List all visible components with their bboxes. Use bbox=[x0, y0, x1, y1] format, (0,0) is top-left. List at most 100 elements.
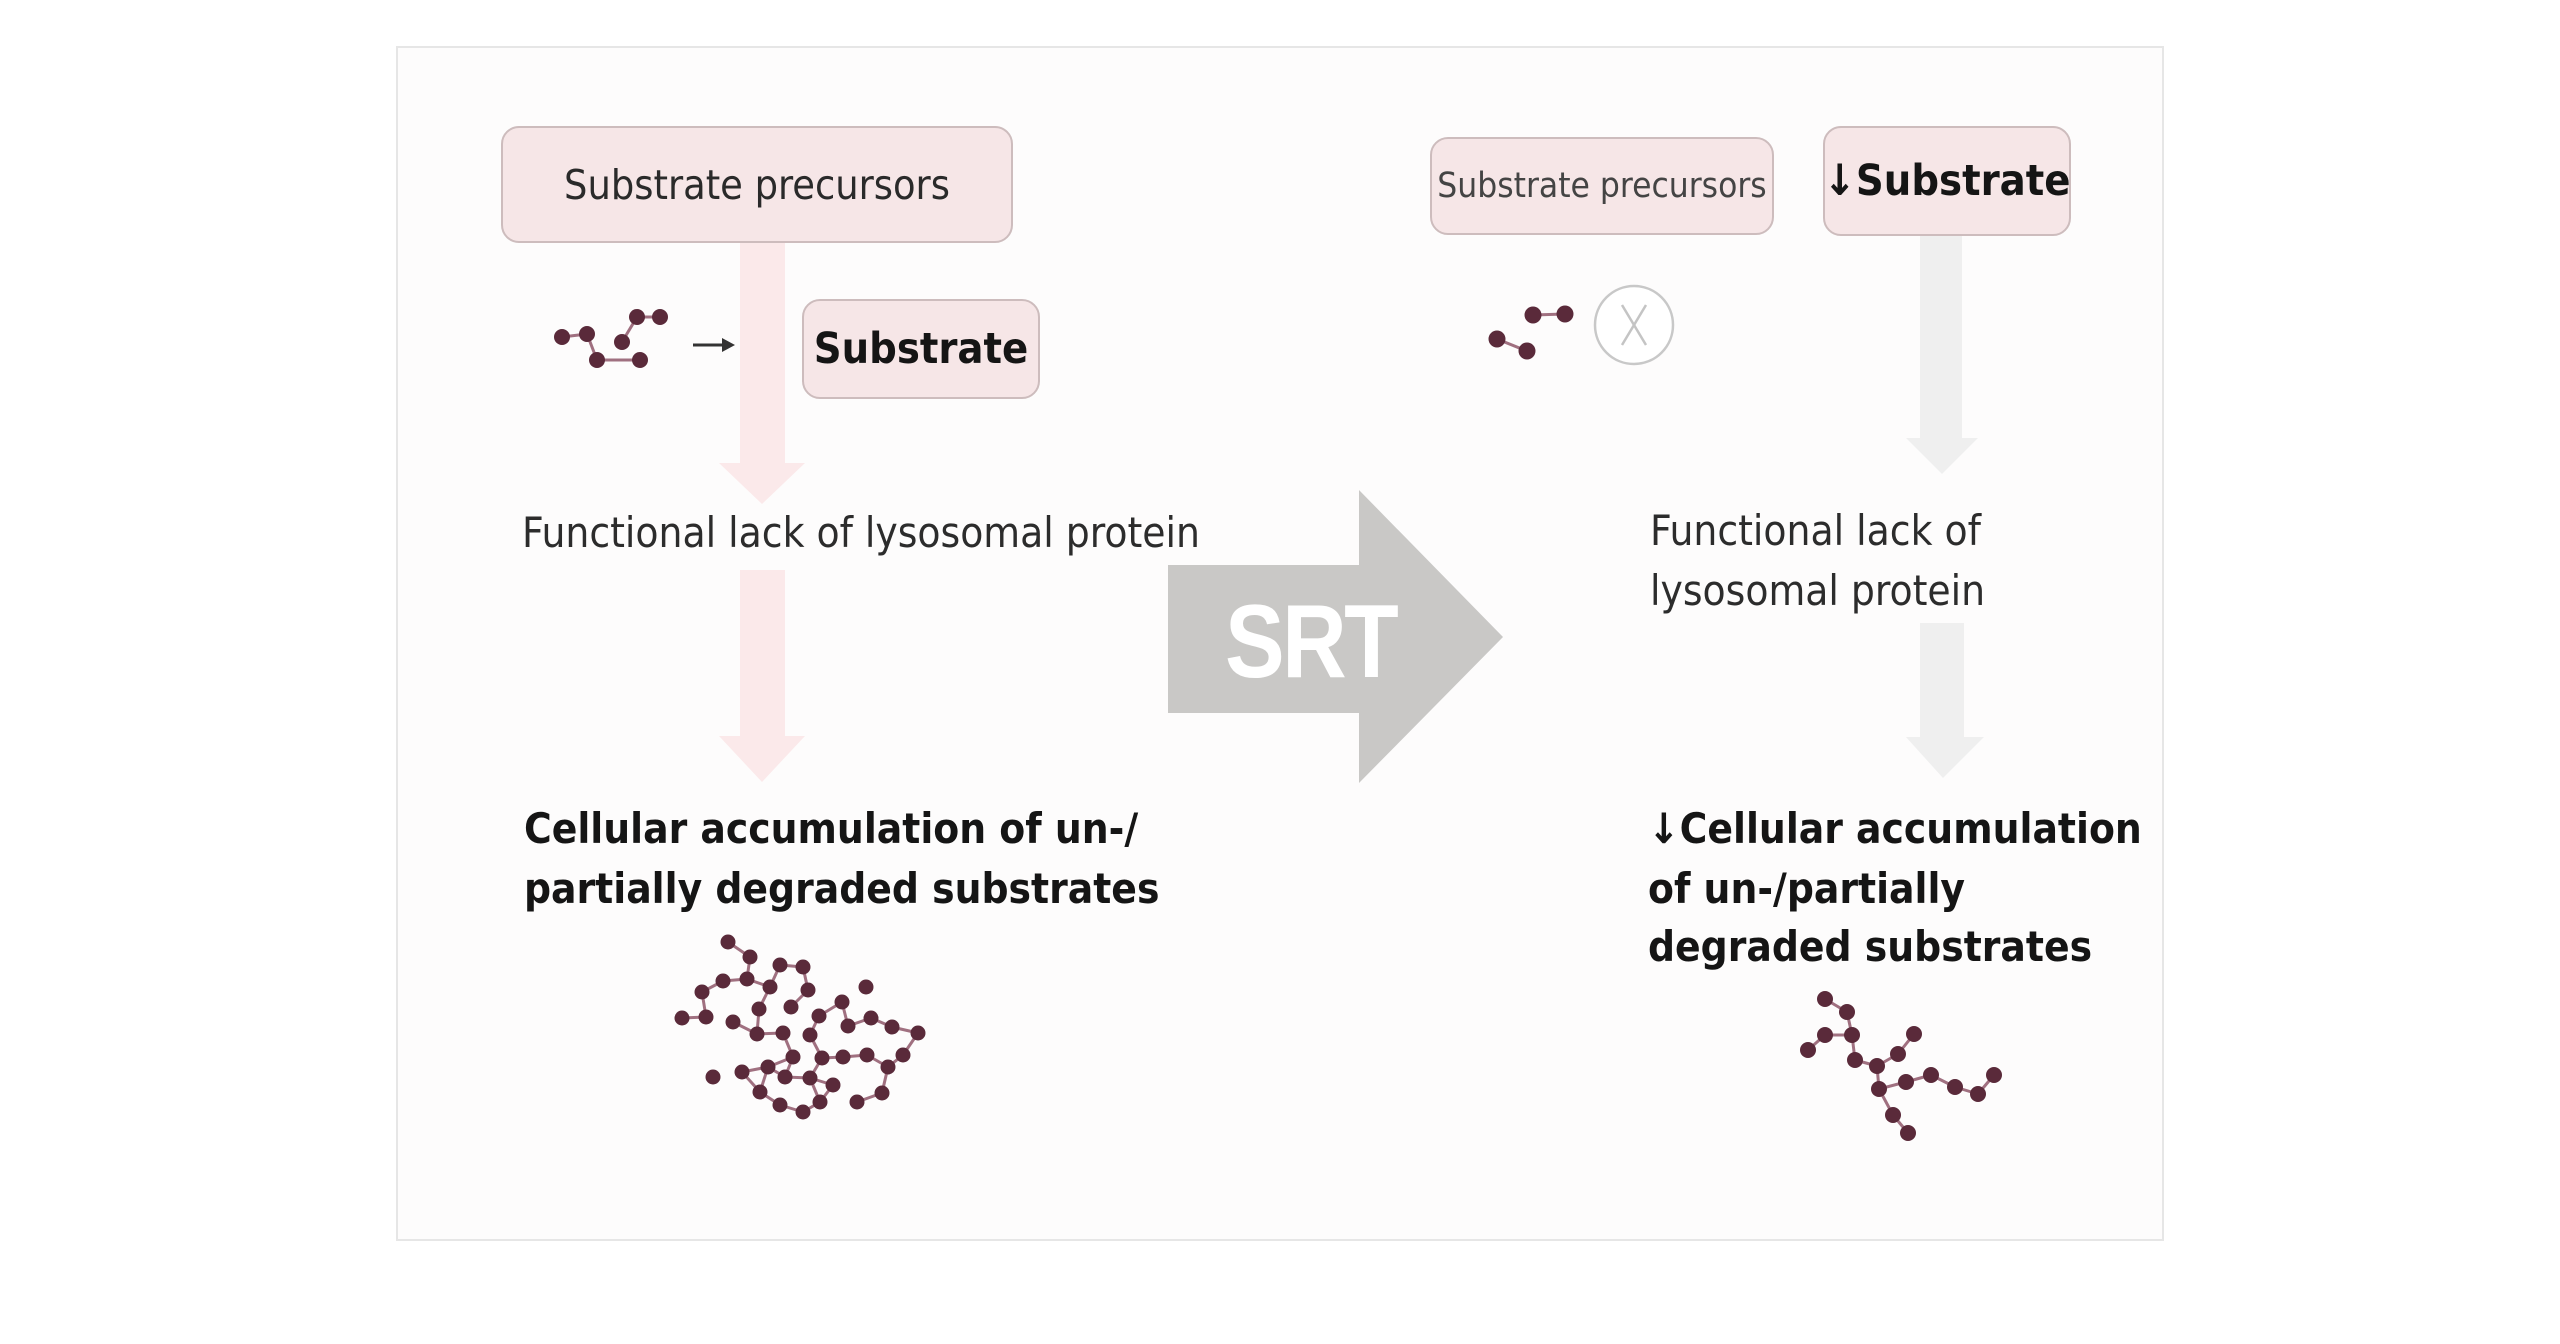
molecule-atom bbox=[795, 1104, 811, 1120]
molecule-atom bbox=[1556, 305, 1574, 323]
molecule-atom bbox=[629, 309, 645, 325]
left-step-text: Functional lack of lysosomal protein bbox=[522, 508, 1200, 557]
molecule-atom bbox=[777, 1069, 793, 1085]
molecule-atom bbox=[589, 352, 605, 368]
molecule-atom bbox=[859, 1047, 875, 1063]
molecule-atom bbox=[1906, 1026, 1922, 1042]
molecule-atom bbox=[880, 1059, 896, 1075]
molecule-atom bbox=[840, 1018, 856, 1034]
left-arrow-1-shaft bbox=[740, 243, 785, 465]
left-flow-arrow-1 bbox=[719, 243, 805, 504]
molecule-atom bbox=[783, 999, 799, 1015]
srt-arrow bbox=[1168, 490, 1503, 783]
right-substrate-precursors-label: Substrate precursors bbox=[1437, 166, 1767, 206]
molecule-atom bbox=[1898, 1074, 1914, 1090]
molecule-atom bbox=[802, 1027, 818, 1043]
molecule-atom bbox=[825, 1077, 841, 1093]
molecule-atom bbox=[1923, 1067, 1939, 1083]
right-arrow-2-shaft bbox=[1920, 623, 1964, 739]
molecule-atom bbox=[739, 971, 755, 987]
molecule-atom bbox=[895, 1047, 911, 1063]
molecule-atom bbox=[1871, 1081, 1887, 1097]
right-flow-arrow-1 bbox=[1906, 235, 1978, 474]
left-outcome-line-2: partially degraded substrates bbox=[524, 864, 1160, 913]
molecule-atom bbox=[775, 1025, 791, 1041]
molecule-atom bbox=[720, 934, 736, 950]
right-arrow-2-head bbox=[1906, 737, 1984, 778]
srt-label: SRT bbox=[1225, 584, 1399, 700]
molecule-atom bbox=[874, 1085, 890, 1101]
molecule-atom bbox=[749, 1026, 765, 1042]
molecule-atom bbox=[1817, 1027, 1833, 1043]
molecule-atom bbox=[698, 1009, 714, 1025]
molecule-atom bbox=[762, 979, 778, 995]
molecule-atom bbox=[795, 959, 811, 975]
molecule-atom bbox=[1844, 1027, 1860, 1043]
blocked-x-icon bbox=[1593, 284, 1675, 366]
right-outcome-line-3: degraded substrates bbox=[1648, 922, 2093, 971]
molecule-atom bbox=[910, 1025, 926, 1041]
molecule-atom bbox=[811, 1008, 827, 1024]
molecule-atom bbox=[752, 1084, 768, 1100]
accumulated-substrate-cluster-left bbox=[674, 934, 926, 1120]
molecule-atom bbox=[652, 309, 668, 325]
right-reduced-substrate-label: ↓Substrate bbox=[1823, 156, 2071, 206]
molecule-atom bbox=[715, 973, 731, 989]
right-arrow-1-head bbox=[1906, 438, 1978, 474]
right-substrate-precursors-box: Substrate precursors bbox=[1430, 137, 1774, 235]
molecule-atom bbox=[814, 1050, 830, 1066]
left-outcome-line-1: Cellular accumulation of un-/ bbox=[524, 804, 1139, 853]
conversion-arrow-icon bbox=[693, 338, 735, 352]
molecule-atom bbox=[1800, 1042, 1816, 1058]
molecule-atom bbox=[742, 949, 758, 965]
molecule-atom bbox=[554, 329, 570, 345]
right-reduced-substrate-box: ↓Substrate bbox=[1823, 126, 2071, 236]
right-outcome-line-2: of un-/partially bbox=[1648, 864, 1966, 913]
right-outcome-line-1: ↓Cellular accumulation bbox=[1648, 804, 2142, 853]
right-step-line-1: Functional lack of bbox=[1650, 506, 1981, 555]
molecule-atom bbox=[884, 1019, 900, 1035]
molecule-atom bbox=[725, 1014, 741, 1030]
molecule-atom bbox=[1839, 1004, 1855, 1020]
molecule-atom bbox=[734, 1064, 750, 1080]
molecule-atom bbox=[1524, 306, 1542, 324]
left-arrow-2-head bbox=[719, 736, 805, 782]
molecule-atom bbox=[812, 1094, 828, 1110]
reduced-substrate-chain-right bbox=[1800, 991, 2002, 1141]
right-flow-arrow-2 bbox=[1906, 623, 1984, 778]
molecule-atom bbox=[614, 334, 630, 350]
molecule-atom bbox=[694, 984, 710, 1000]
molecule-atom bbox=[1890, 1046, 1906, 1062]
molecule-atom bbox=[1885, 1107, 1901, 1123]
molecule-atom bbox=[1518, 342, 1536, 360]
molecule-atom bbox=[1970, 1086, 1986, 1102]
molecule-atom bbox=[1817, 991, 1833, 1007]
molecule-atom bbox=[800, 982, 816, 998]
molecule-atom bbox=[632, 352, 648, 368]
left-substrate-label: Substrate bbox=[813, 324, 1029, 374]
molecule-atom bbox=[751, 1001, 767, 1017]
molecule-atom bbox=[772, 957, 788, 973]
substrate-molecule-small-left bbox=[554, 309, 668, 368]
molecule-atom bbox=[1869, 1058, 1885, 1074]
molecule-atom bbox=[705, 1069, 721, 1085]
molecule-atom bbox=[863, 1010, 879, 1026]
molecule-atom bbox=[1847, 1052, 1863, 1068]
left-substrate-box: Substrate bbox=[802, 299, 1040, 399]
molecule-atom bbox=[802, 1070, 818, 1086]
left-arrow-2-shaft bbox=[740, 570, 785, 738]
molecule-atom bbox=[1947, 1079, 1963, 1095]
molecule-atom bbox=[858, 979, 874, 995]
left-arrow-1-head bbox=[719, 463, 805, 504]
molecule-atom bbox=[1900, 1125, 1916, 1141]
molecule-atom bbox=[579, 326, 595, 342]
left-substrate-precursors-box: Substrate precursors bbox=[501, 126, 1013, 243]
molecule-atom bbox=[834, 994, 850, 1010]
left-flow-arrow-2 bbox=[719, 570, 805, 782]
molecule-atom bbox=[785, 1049, 801, 1065]
precursor-molecule-blocked-right bbox=[1488, 305, 1574, 360]
molecule-atom bbox=[674, 1010, 690, 1026]
molecule-atom bbox=[849, 1094, 865, 1110]
right-step-line-2: lysosomal protein bbox=[1650, 566, 1986, 615]
